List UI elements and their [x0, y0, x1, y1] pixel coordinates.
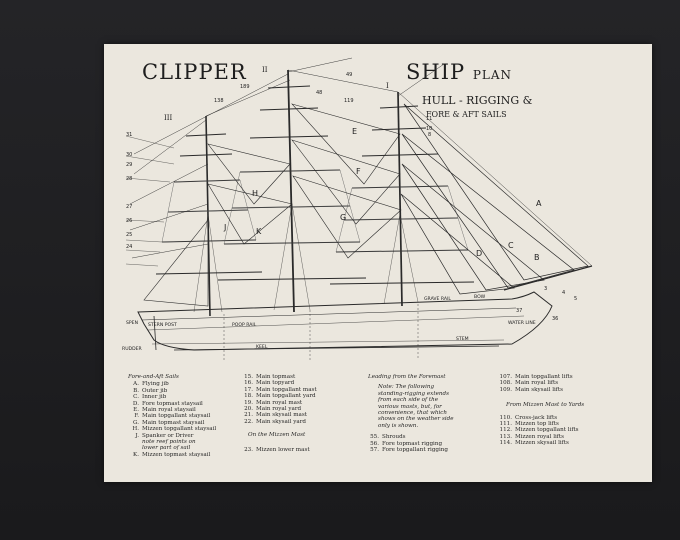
legend-note-reef: note reef points on lower part of sail	[142, 439, 196, 452]
legend-col-4: 107.Main topgallant lifts 108.Main royal…	[499, 374, 585, 447]
callout-8: 8	[428, 132, 431, 138]
callout-49: 49	[346, 72, 352, 78]
mizzen-mast	[205, 115, 211, 317]
callout-119: 119	[344, 98, 354, 104]
main-mast	[287, 69, 295, 313]
callout-37: 37	[516, 308, 522, 314]
sail-letter-f: F	[356, 167, 361, 176]
sail-letter-c: C	[508, 241, 514, 250]
sail-letter-e: E	[352, 127, 357, 136]
title-fore-aft-sails: FORE & AFT SAILS	[426, 110, 507, 119]
sail-letter-j: J	[223, 223, 226, 232]
outer-jib	[401, 133, 575, 289]
callout-10: 10	[426, 126, 432, 132]
legend-heading-mizzen: On the Mizzen Mast	[248, 432, 306, 439]
callout-138: 138	[214, 98, 224, 104]
label-stem: STEM	[456, 336, 469, 342]
callout-189: 189	[240, 84, 250, 90]
callout-11: 11	[426, 116, 432, 122]
callout-27: 27	[126, 204, 132, 210]
label-poop-rail: POOP RAIL	[232, 322, 257, 328]
sail-letter-b: B	[534, 253, 540, 262]
callout-30: 30	[126, 152, 132, 158]
legend-heading-fore-aft: Fore-and-Aft Sails	[128, 374, 179, 380]
legend-heading-foremast: Leading from the Foremast	[368, 374, 446, 380]
spanker	[143, 219, 209, 307]
legend-note-rigging: Note: The following standing-rigging ext…	[378, 384, 454, 429]
label-stern-post: STERN POST	[148, 322, 177, 328]
inner-jib	[401, 163, 545, 291]
callout-3: 3	[544, 286, 547, 292]
sail-letter-a: A	[536, 199, 542, 208]
sail-letter-g: G	[340, 213, 346, 222]
legend-col-2: 15.Main topmast 16.Main topyard 17.Main …	[244, 374, 317, 453]
mast-numeral-ii: II	[262, 66, 268, 74]
callout-4: 4	[562, 290, 565, 296]
label-rudder: RUDDER	[122, 346, 143, 352]
fore-topmast-staysail	[400, 193, 515, 295]
title-clipper: CLIPPER	[142, 60, 247, 84]
title-ship: SHIP PLAN	[406, 60, 513, 84]
callout-31: 31	[126, 132, 132, 138]
callout-25: 25	[126, 232, 132, 238]
print-sheet: CLIPPER SHIP PLAN HULL - RIGGING & FORE …	[104, 44, 652, 482]
callout-28: 28	[126, 176, 132, 182]
sail-letter-h: H	[252, 189, 258, 198]
sail-letter-k: K	[256, 227, 262, 236]
legend-heading-mizzen-yards: From Mizzen Mast to Yards	[506, 402, 585, 409]
label-bow: BOW	[474, 294, 486, 300]
label-keel: KEEL	[256, 344, 268, 350]
callout-36: 36	[552, 316, 558, 322]
legend-col-1: Fore-and-Aft Sails A.Flying jib B.Outer …	[128, 374, 217, 458]
callout-48: 48	[316, 90, 322, 96]
ship-plan-drawing: III II I A B C D E F G H J K 31 30 29 28…	[122, 57, 593, 360]
bowsprit	[503, 265, 593, 291]
callout-26: 26	[126, 218, 132, 224]
label-spen: SPEN	[126, 320, 138, 326]
title-hull-rigging: HULL - RIGGING &	[422, 94, 533, 107]
hull-outline	[137, 291, 553, 351]
legend-col-3: Leading from the Foremast Note: The foll…	[368, 374, 456, 453]
callout-24: 24	[126, 244, 132, 250]
flying-jib	[403, 103, 589, 281]
sail-letter-d: D	[476, 249, 482, 258]
fore-mast	[397, 91, 403, 307]
mast-numeral-i: I	[386, 82, 389, 90]
callout-5: 5	[574, 296, 577, 302]
label-grave-rail: GRAVE RAIL	[424, 296, 451, 302]
mast-numeral-iii: III	[164, 114, 173, 122]
label-water-line: WATER LINE	[508, 320, 536, 326]
callout-29: 29	[126, 162, 132, 168]
